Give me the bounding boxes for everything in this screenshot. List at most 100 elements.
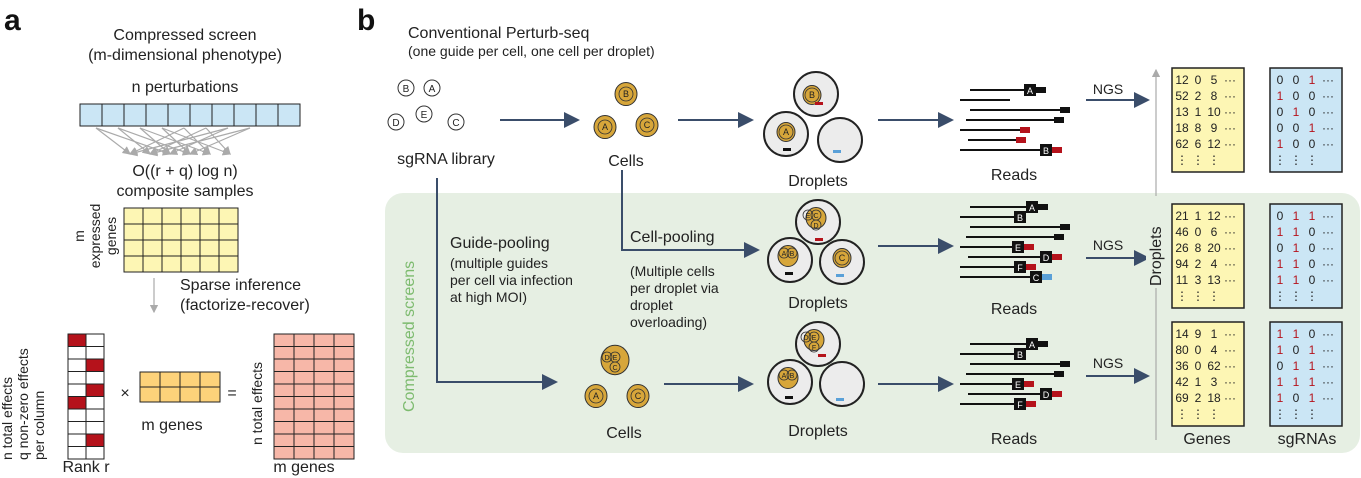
matrix-value: 8 bbox=[1211, 89, 1218, 103]
read-end bbox=[1038, 341, 1048, 347]
matrix-value: 26 bbox=[1175, 241, 1189, 255]
conv-subtitle: (one guide per cell, one cell per drople… bbox=[408, 43, 655, 59]
matrix-value: 13 bbox=[1175, 105, 1189, 119]
guide-glyph-letter: B bbox=[809, 90, 815, 100]
rank-cell bbox=[85, 433, 105, 447]
droplets-label-3: Droplets bbox=[788, 423, 848, 440]
result-cell bbox=[273, 421, 295, 435]
barcode bbox=[785, 396, 793, 399]
perturbation-vector bbox=[79, 103, 301, 127]
m-genes-cell bbox=[179, 386, 201, 403]
matrix-value: 0 bbox=[1293, 343, 1300, 357]
composite-grid-cell bbox=[161, 207, 182, 225]
read-end bbox=[1038, 204, 1048, 210]
matrix-value: 0 bbox=[1195, 225, 1202, 239]
matrix-value: 62 bbox=[1175, 137, 1189, 151]
composite-grid bbox=[123, 207, 239, 273]
rank-label: Rank r bbox=[62, 459, 110, 476]
barcode bbox=[785, 272, 793, 275]
guide-glyph bbox=[834, 250, 850, 266]
guide-glyph bbox=[786, 247, 798, 259]
pooling-line bbox=[161, 127, 191, 155]
perturbation-cell bbox=[123, 103, 147, 127]
matrix-value: 36 bbox=[1175, 359, 1189, 373]
rank-cell bbox=[67, 383, 87, 397]
matrix-value: ⋮ bbox=[1192, 153, 1204, 167]
matrix-value: ⋮ bbox=[1290, 153, 1302, 167]
matrix-value: ··· bbox=[1322, 89, 1334, 103]
matrix-value: 1 bbox=[1309, 359, 1316, 373]
matrix-value: 1 bbox=[1293, 257, 1300, 271]
matrix-value: ··· bbox=[1224, 105, 1236, 119]
matrix-value: ··· bbox=[1224, 137, 1236, 151]
read-tag-letter: D bbox=[1043, 253, 1050, 263]
guide-glyph bbox=[609, 361, 621, 373]
matrix-value: ··· bbox=[1224, 241, 1236, 255]
matrix-value: ⋮ bbox=[1274, 289, 1286, 303]
matrix-value: 0 bbox=[1309, 273, 1316, 287]
result-cell bbox=[313, 421, 335, 435]
matrix-value: 80 bbox=[1175, 343, 1189, 357]
read-tag-letter: A bbox=[1029, 340, 1035, 350]
composite-samples-label: composite samples bbox=[117, 183, 254, 200]
matrix-value: 1 bbox=[1293, 209, 1300, 223]
matrix-value: 21 bbox=[1175, 209, 1189, 223]
composite-grid-cell bbox=[199, 223, 220, 241]
rank-cell bbox=[85, 333, 105, 347]
result-cell bbox=[273, 383, 295, 397]
result-cell bbox=[333, 371, 355, 385]
matrix-value: 1 bbox=[1277, 375, 1284, 389]
read-end bbox=[1054, 371, 1064, 377]
rank-cell bbox=[67, 396, 87, 410]
matrix-value: 1 bbox=[1293, 375, 1300, 389]
read-tag bbox=[1024, 84, 1036, 96]
matrix-value: ··· bbox=[1224, 73, 1236, 87]
matrix-value: 3 bbox=[1211, 375, 1218, 389]
matrix-value: 1 bbox=[1277, 137, 1284, 151]
equals-symbol: = bbox=[227, 385, 236, 402]
result-cell bbox=[333, 383, 355, 397]
composite-grid-cell bbox=[123, 239, 144, 257]
matrix-value: 12 bbox=[1207, 209, 1221, 223]
matrix-value: 0 bbox=[1309, 89, 1316, 103]
sgrna-glyph-letter: E bbox=[421, 110, 428, 121]
guide-glyph bbox=[778, 247, 790, 259]
read-tag-letter: B bbox=[1017, 213, 1023, 223]
ngs-label-1: NGS bbox=[1093, 81, 1123, 97]
read-end bbox=[1026, 401, 1036, 407]
compressed-screens-label: Compressed screens bbox=[401, 261, 418, 412]
cell bbox=[832, 248, 852, 268]
matrix-value: 0 bbox=[1293, 137, 1300, 151]
cell-pooling-desc2: per droplet via bbox=[630, 280, 719, 296]
read-tag bbox=[1026, 201, 1038, 213]
read-end bbox=[1054, 234, 1064, 240]
guide-glyph-letter: A bbox=[783, 127, 789, 137]
rank-cell bbox=[67, 333, 87, 347]
matrix-value: 3 bbox=[1195, 273, 1202, 287]
matrix-value: 0 bbox=[1293, 89, 1300, 103]
result-cell bbox=[293, 446, 315, 460]
perturbation-cell bbox=[277, 103, 301, 127]
composite-grid-cell bbox=[199, 255, 220, 273]
matrix-value: 0 bbox=[1195, 343, 1202, 357]
guide-glyph bbox=[786, 369, 798, 381]
read-end bbox=[1036, 87, 1046, 93]
matrix-value: ··· bbox=[1322, 105, 1334, 119]
result-cell bbox=[313, 333, 335, 347]
reads-label-3: Reads bbox=[991, 431, 1037, 448]
read-tag bbox=[1012, 378, 1024, 390]
m-genes-right-label: m genes bbox=[273, 459, 334, 476]
read-tag bbox=[1040, 144, 1052, 156]
matrix-value: 2 bbox=[1195, 89, 1202, 103]
guide-glyph-letter: E bbox=[613, 355, 618, 362]
cell bbox=[776, 122, 796, 142]
m-genes-cell bbox=[139, 371, 161, 388]
matrix-value: 1 bbox=[1309, 343, 1316, 357]
result-cell bbox=[313, 383, 335, 397]
cells-label-3: Cells bbox=[606, 425, 642, 442]
conv-title: Conventional Perturb-seq bbox=[408, 25, 589, 42]
composite-grid-cell bbox=[123, 207, 144, 225]
reads-row-1: AB bbox=[960, 84, 1070, 156]
